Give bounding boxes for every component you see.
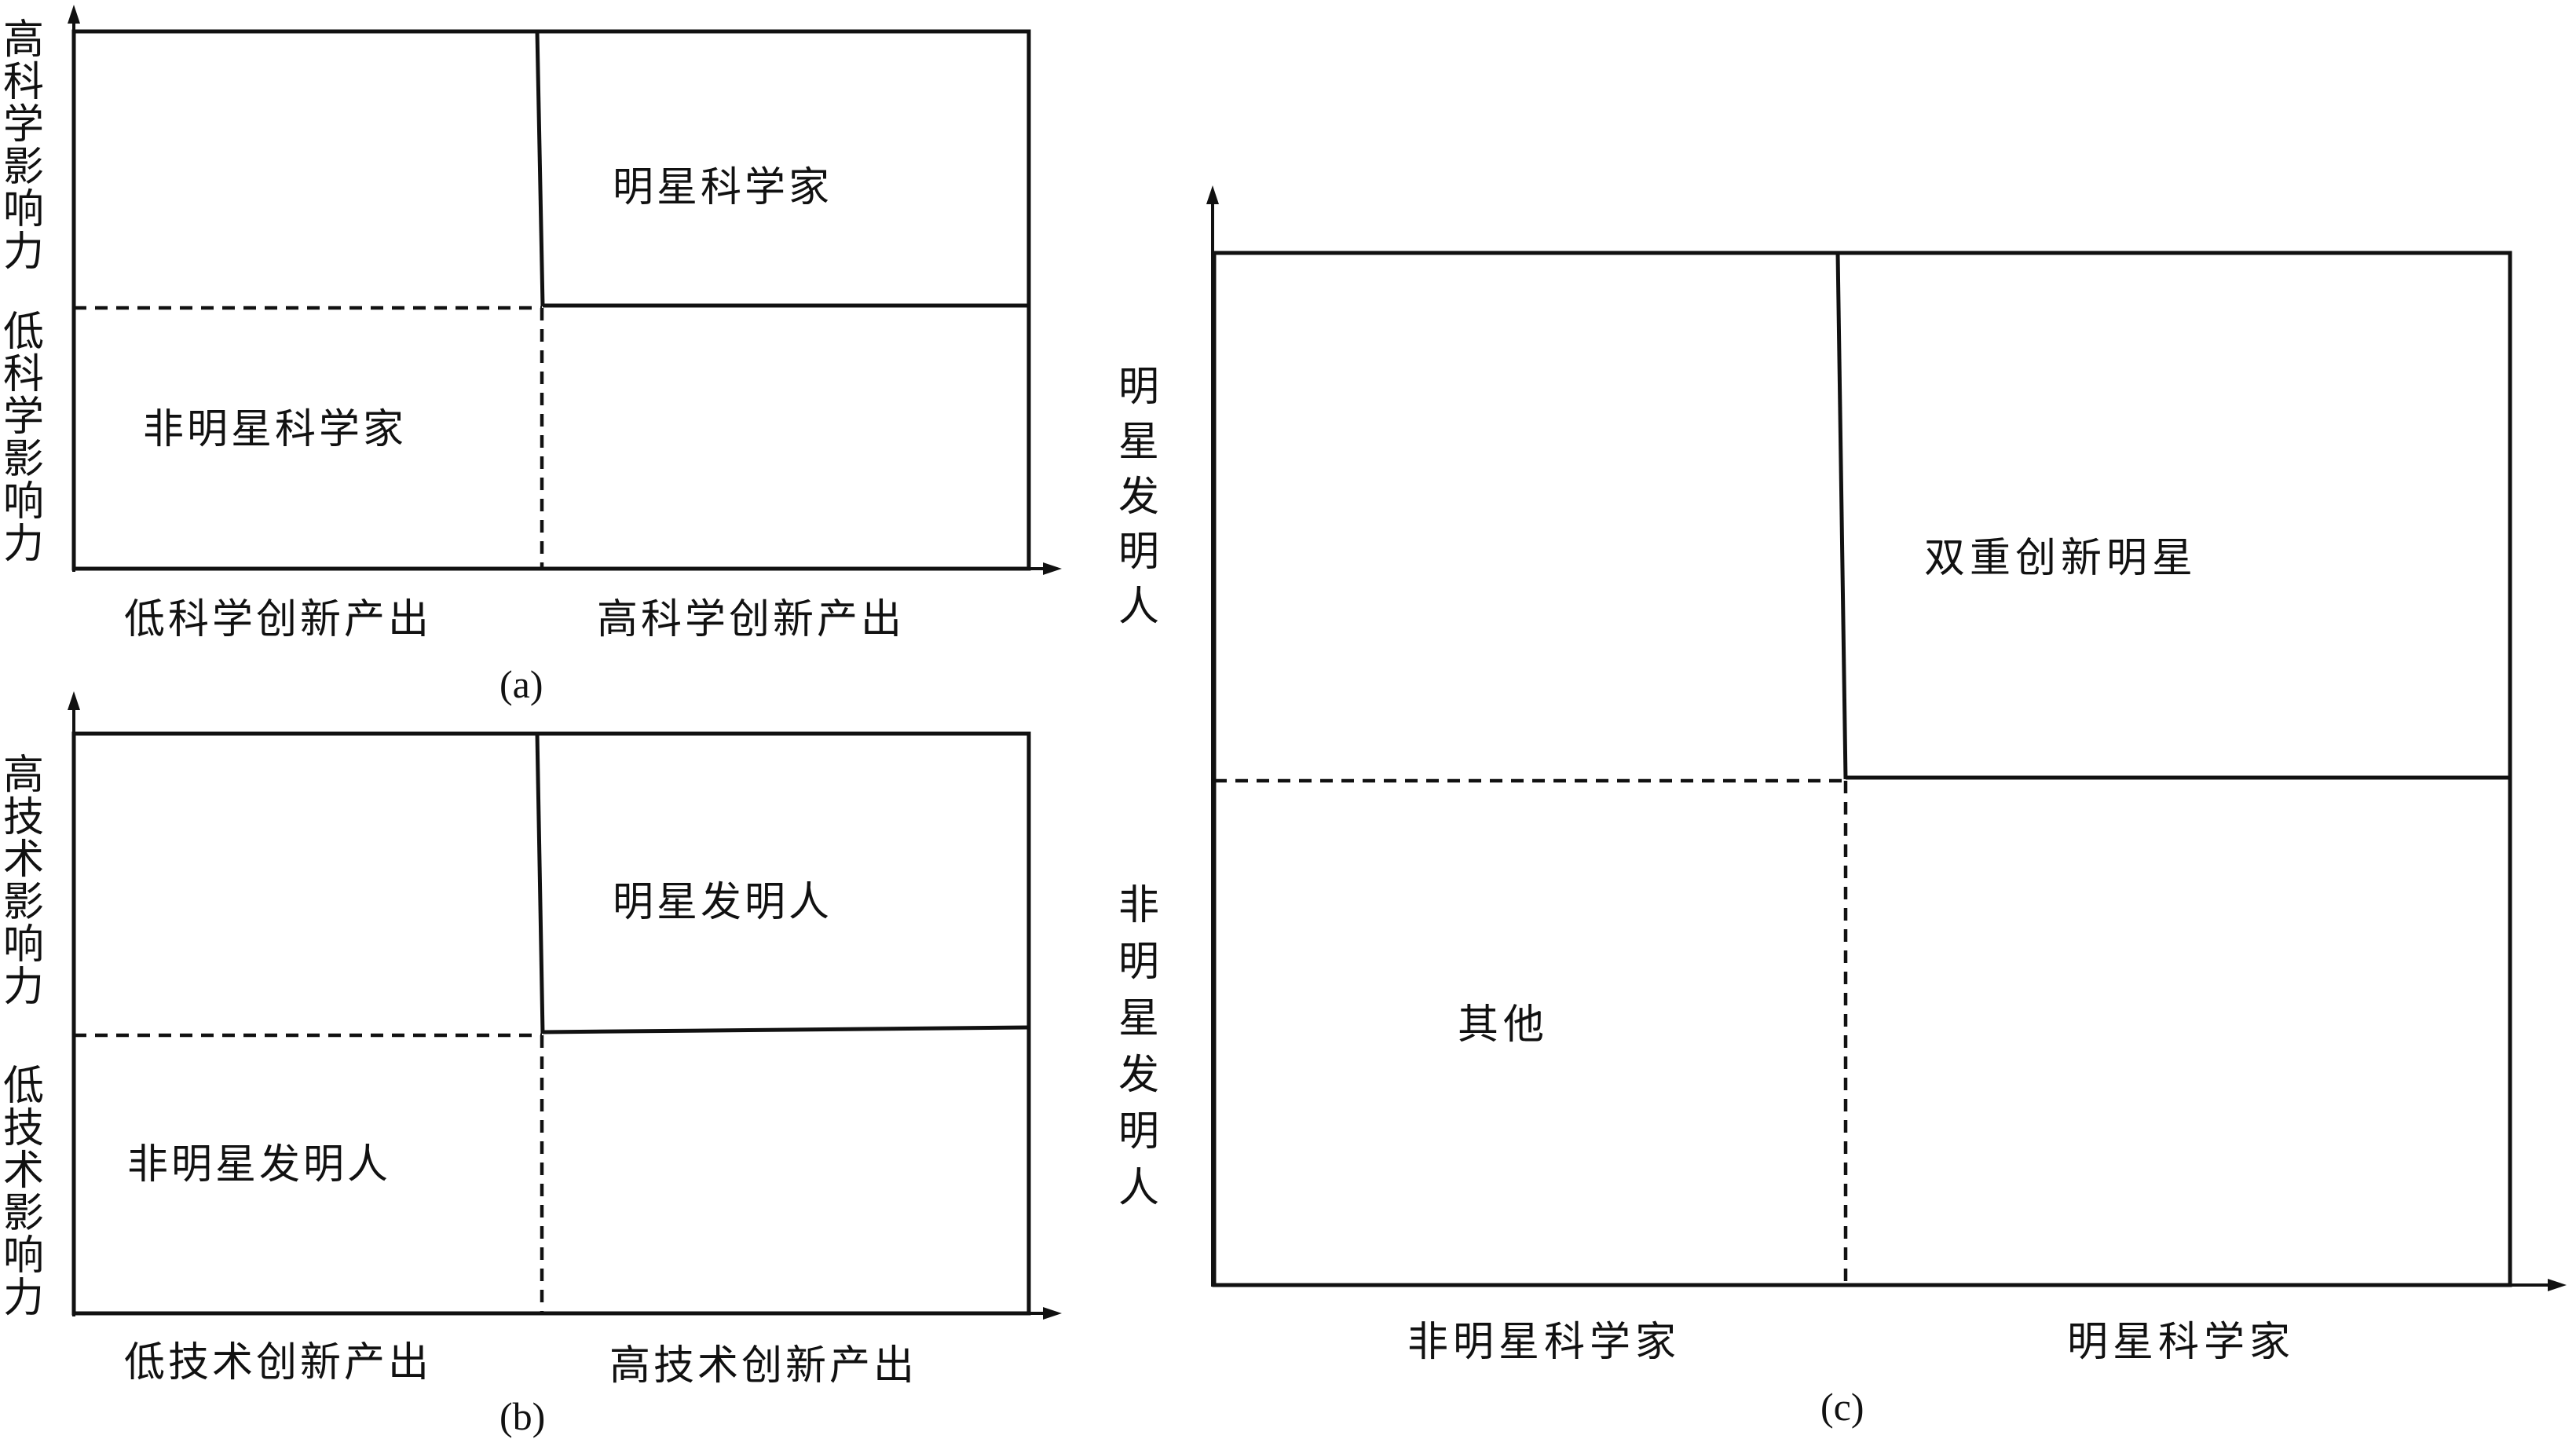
panel-b-frame: [71, 731, 1031, 1316]
panel-a-caption: (a): [499, 662, 543, 706]
panel-c-y-high-label-text: 明星发明人: [1118, 364, 1159, 631]
panel-a-x-high-label: 高科学创新产出: [597, 596, 905, 643]
panel-b-y-arrow: [68, 691, 80, 710]
panel-b-quadrant-top-right: 明星发明人: [613, 879, 832, 926]
panel-a-y-high-label: 高科学影响力: [3, 16, 44, 276]
panel-c-quadrant-bottom-left: 其他: [1458, 1001, 1549, 1049]
panel-c-vertical-divider: [1835, 252, 1848, 780]
panel-a-quadrant-top-right: 明星科学家: [613, 164, 832, 211]
panel-a-x-arrow: [1043, 562, 1062, 575]
panel-b-caption: (b): [499, 1394, 545, 1438]
panel-b-y-low-label-text: 低技术影响力: [3, 1063, 44, 1322]
panel-c-caption: (c): [1820, 1385, 1864, 1429]
panel-c-frame: [1212, 251, 2512, 1287]
panel-c-quadrant-top-right: 双重创新明星: [1924, 535, 2197, 582]
panel-a-x-low-label: 低科学创新产出: [124, 596, 432, 643]
panel-c-x-arrow: [2548, 1279, 2567, 1291]
panel-a-quadrant-bottom-left: 非明星科学家: [143, 406, 407, 453]
panel-c-y-high-label: 明星发明人: [1118, 364, 1159, 631]
panel-b-x-low-label: 低技术创新产出: [124, 1339, 432, 1386]
panel-b-vertical-divider: [535, 733, 545, 1034]
panel-a-y-low-label-text: 低科学影响力: [3, 309, 44, 568]
panel-b-y-high-label: 高技术影响力: [3, 752, 44, 1011]
panel-b-y-high-label-text: 高技术影响力: [3, 752, 44, 1011]
panel-c-y-low-label: 非明星发明人: [1118, 882, 1159, 1212]
panel-a-vertical-divider: [535, 31, 545, 307]
panel-b: 高技术影响力 低技术影响力 明星发明人 非明星发明人 低技术创新产出 高技术创新…: [3, 691, 1062, 1438]
panel-c-x-high-label: 明星科学家: [2067, 1319, 2295, 1366]
panel-a-y-low-label: 低科学影响力: [3, 309, 44, 568]
panel-a-frame: [71, 29, 1031, 571]
panel-c-y-low-label-text: 非明星发明人: [1118, 882, 1159, 1212]
panel-b-x-high-label: 高技术创新产出: [609, 1342, 917, 1390]
panel-a: 高科学影响力 低科学影响力 明星科学家 非明星科学家 低科学创新产出 高科学创新…: [3, 5, 1062, 706]
panel-c: 明星发明人 非明星发明人 双重创新明星 其他 非明星科学家 明星科学家 (c): [1118, 185, 2567, 1429]
panel-a-y-arrow: [68, 5, 80, 24]
panel-b-x-arrow: [1043, 1307, 1062, 1320]
panel-b-horizontal-divider: [542, 1025, 1030, 1034]
panel-b-y-low-label: 低技术影响力: [3, 1063, 44, 1322]
panel-c-y-arrow: [1206, 185, 1219, 204]
panel-b-quadrant-bottom-left: 非明星发明人: [127, 1141, 391, 1188]
panel-c-x-low-label: 非明星科学家: [1407, 1319, 1681, 1366]
panel-a-y-high-label-text: 高科学影响力: [3, 16, 44, 276]
